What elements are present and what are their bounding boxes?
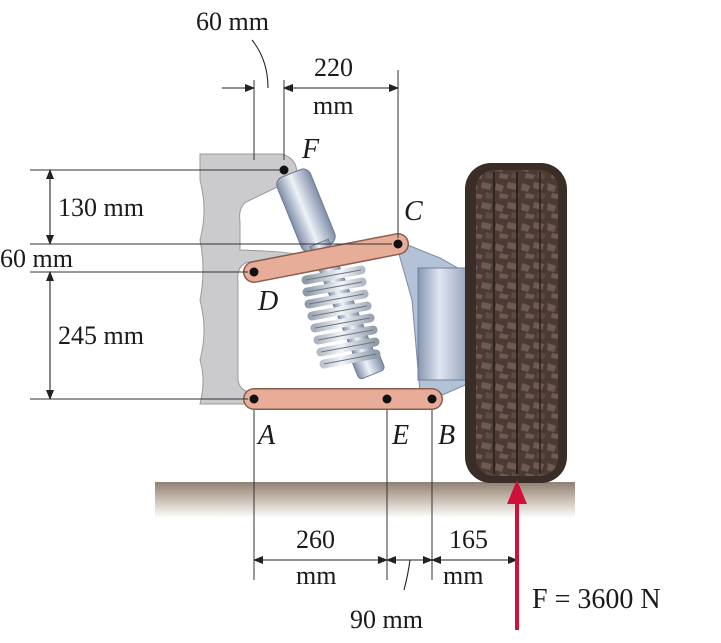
- force-label: F = 3600 N: [532, 584, 661, 615]
- pin-D: [249, 267, 259, 277]
- dim-bottom-260-unit: mm: [296, 561, 336, 590]
- point-label-F: F: [301, 134, 320, 165]
- pin-A: [249, 394, 259, 404]
- dim-bottom-260: 260: [296, 525, 335, 554]
- dim-top-220: 220: [314, 53, 353, 82]
- dim-bottom-90: 90 mm: [350, 605, 423, 634]
- point-label-E: E: [391, 420, 409, 451]
- pin-E: [382, 394, 392, 404]
- dim-left-60: 60 mm: [0, 244, 73, 273]
- dim-bottom-165-unit: mm: [443, 561, 483, 590]
- point-label-A: A: [256, 420, 276, 451]
- point-label-B: B: [438, 420, 455, 451]
- dim-left-130: 130 mm: [58, 193, 144, 222]
- pin-B: [427, 394, 437, 404]
- dim-bottom-165: 165: [449, 525, 488, 554]
- dim-top-220-unit: mm: [313, 91, 353, 120]
- force-arrow: [507, 480, 527, 630]
- upper-link-DC: [243, 233, 409, 283]
- extension-lines: [30, 70, 518, 580]
- tire: [465, 163, 567, 483]
- chassis-frame: [199, 153, 301, 405]
- ground: [155, 482, 575, 518]
- wheel-hub: [417, 267, 473, 381]
- dim-top-60: 60 mm: [196, 7, 269, 36]
- dimension-lines: [46, 39, 518, 591]
- pin-C: [393, 239, 403, 249]
- pin-F: [279, 165, 289, 175]
- point-label-C: C: [404, 196, 423, 227]
- coil-spring: [301, 253, 381, 369]
- point-label-D: D: [257, 286, 278, 317]
- dim-left-245: 245 mm: [58, 321, 144, 350]
